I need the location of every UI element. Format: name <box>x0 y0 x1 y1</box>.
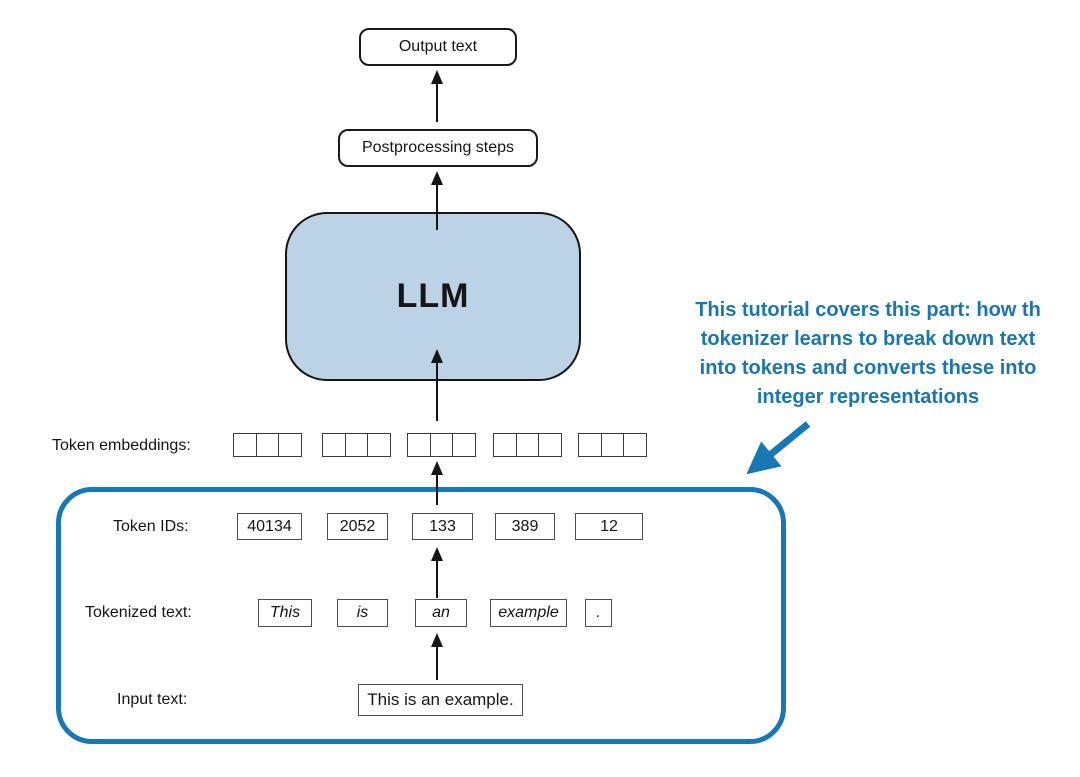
embedding-cell <box>452 433 476 457</box>
arrowhead-icon <box>431 349 443 363</box>
arrow-up-postprocessing-to-output-icon <box>430 70 444 122</box>
embedding-group <box>578 433 647 458</box>
embedding-cell <box>600 433 625 457</box>
token-value: is <box>356 604 369 621</box>
token-id-value: 40134 <box>247 517 292 535</box>
annotation-text: This tutorial covers this part: how th t… <box>648 296 1080 412</box>
embedding-cell <box>578 433 602 457</box>
input-text-box: This is an example. <box>358 684 523 716</box>
token-box: . <box>585 599 612 627</box>
embedding-group <box>493 433 562 458</box>
embedding-group <box>233 433 302 458</box>
arrowhead-icon <box>431 70 443 84</box>
token-id-value: 133 <box>429 517 456 535</box>
annotation-line: into tokens and converts these into <box>699 357 1037 379</box>
llm-label: LLM <box>396 277 470 315</box>
arrow-shaft <box>435 647 439 680</box>
token-value: This <box>269 604 301 621</box>
embedding-group <box>322 433 391 458</box>
tokenized-text-label: Tokenized text: <box>85 604 192 621</box>
embedding-cell <box>322 433 346 457</box>
arrow-up-tokens-to-ids-icon <box>430 547 444 598</box>
arrow-shaft <box>435 475 439 505</box>
arrowhead-icon <box>431 547 443 561</box>
arrowhead-icon <box>431 171 443 185</box>
token-id-box: 2052 <box>327 513 388 540</box>
token-id-value: 389 <box>511 517 539 535</box>
embedding-cell <box>233 433 257 457</box>
postprocessing-steps-box: Postprocessing steps <box>338 129 538 167</box>
arrowhead-icon <box>431 461 443 475</box>
output-text-box: Output text <box>359 28 517 66</box>
token-box: This <box>258 599 312 627</box>
token-id-value: 12 <box>600 517 618 535</box>
embedding-cell <box>255 433 280 457</box>
input-text-label: Input text: <box>117 691 188 708</box>
tokenization-highlight-box <box>56 487 786 744</box>
arrow-up-ids-to-embeddings-icon <box>430 461 444 505</box>
annotation-line: tokenizer learns to break down text <box>700 328 1036 350</box>
token-box: an <box>415 599 467 627</box>
postprocessing-steps-label: Postprocessing steps <box>361 139 515 156</box>
arrow-shaft <box>435 185 439 230</box>
token-value: . <box>596 604 601 621</box>
embedding-cell <box>344 433 369 457</box>
output-text-label: Output text <box>398 38 478 55</box>
arrowhead-icon <box>431 633 443 647</box>
token-value: example <box>498 604 559 621</box>
token-id-box: 389 <box>495 513 555 540</box>
token-box: is <box>337 599 388 627</box>
embedding-cell <box>515 433 540 457</box>
arrow-up-input-to-tokens-icon <box>430 633 444 680</box>
token-id-value: 2052 <box>339 517 376 535</box>
token-id-box: 40134 <box>237 513 302 540</box>
arrow-shaft <box>435 84 439 122</box>
embedding-cell <box>367 433 391 457</box>
embedding-cell <box>538 433 562 457</box>
arrow-up-embeddings-to-llm-icon <box>430 349 444 421</box>
arrow-shaft <box>435 561 439 598</box>
token-ids-label: Token IDs: <box>113 518 189 535</box>
arrow-up-llm-to-postprocessing-icon <box>430 171 444 230</box>
embedding-cell <box>407 433 431 457</box>
token-id-box: 133 <box>412 513 473 540</box>
embedding-cell <box>278 433 302 457</box>
annotation-pointer-arrow-icon <box>746 421 811 475</box>
token-id-box: 12 <box>575 513 643 540</box>
annotation-line: integer representations <box>756 386 980 408</box>
token-value: an <box>432 604 450 621</box>
token-box: example <box>490 599 567 627</box>
embedding-cell <box>493 433 517 457</box>
embedding-group <box>407 433 476 458</box>
token-embeddings-label: Token embeddings: <box>52 437 191 454</box>
embedding-cell <box>429 433 454 457</box>
annotation-line: This tutorial covers this part: how th <box>695 299 1041 321</box>
embedding-cell <box>623 433 647 457</box>
input-text-value: This is an example. <box>367 690 514 709</box>
arrow-shaft <box>435 363 439 421</box>
